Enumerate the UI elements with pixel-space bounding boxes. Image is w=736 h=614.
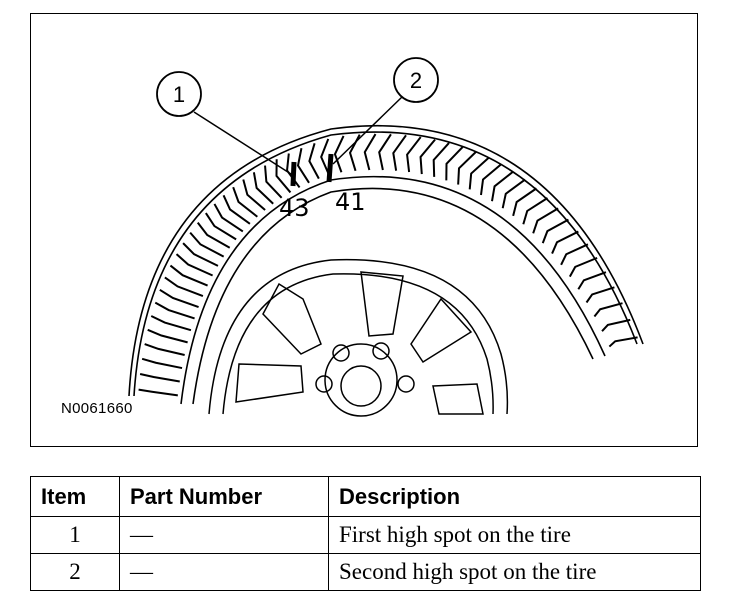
- tread-chevron: [491, 170, 514, 202]
- tread-chevron: [512, 187, 538, 217]
- tread-chevron: [222, 194, 251, 225]
- tread-chevron: [296, 147, 310, 184]
- tread-chevron: [139, 373, 180, 383]
- cell-description: First high spot on the tire: [328, 516, 701, 554]
- high-spot-mark-2: [326, 153, 334, 183]
- tread-chevron: [560, 243, 589, 266]
- tread-chevron: [205, 212, 237, 241]
- tire-sidewall-line: [180, 175, 606, 405]
- cell-description: Second high spot on the tire: [328, 553, 701, 591]
- tread-chevron: [406, 136, 422, 173]
- header-description: Description: [328, 476, 701, 517]
- tread-chevron: [568, 256, 598, 278]
- cell-item: 2: [30, 553, 120, 591]
- tread-chevron: [378, 133, 392, 171]
- high-spot-marks: [290, 153, 334, 187]
- tread-chevron: [154, 301, 195, 320]
- tread-chevron: [363, 133, 377, 171]
- tread-chevron: [392, 134, 407, 171]
- lug-nut: [372, 342, 390, 360]
- tread-chevron: [593, 302, 623, 318]
- tread-chevron: [577, 271, 607, 290]
- callout-2-circle: [393, 57, 439, 103]
- tread-chevron: [264, 165, 283, 199]
- tire-inner-edge: [192, 187, 594, 405]
- wheel-rim-outer: [208, 258, 509, 415]
- tread-chevron: [551, 230, 579, 254]
- header-item: Item: [30, 476, 120, 517]
- wheel-spoke: [262, 282, 322, 355]
- tread-chevron: [468, 156, 490, 190]
- tread-chevron: [541, 218, 569, 244]
- wheel-hub: [324, 343, 398, 417]
- callout-2: 2: [393, 57, 439, 103]
- tire-outer-edge: [128, 125, 644, 397]
- legend-table: Item Part Number Description 1 — First h…: [30, 476, 701, 591]
- tread-chevron: [308, 143, 320, 180]
- table-header-row: Item Part Number Description: [30, 476, 701, 517]
- tread-chevron: [164, 276, 204, 298]
- tread-chevron: [144, 343, 185, 356]
- tread-chevron: [585, 286, 615, 304]
- tire-illustration: 43 41 1 2 N0061660: [30, 13, 698, 447]
- wheel-spoke: [432, 383, 484, 415]
- figure-code: N0061660: [61, 400, 133, 417]
- callout-1-leader: [193, 111, 292, 175]
- tread-chevron: [480, 163, 502, 196]
- wheel-spoke: [235, 363, 304, 403]
- tread-chevron: [333, 135, 345, 173]
- tread-chevron: [159, 288, 199, 308]
- table-row: 1 — First high spot on the tire: [30, 516, 701, 554]
- tread-chevron: [147, 328, 188, 344]
- tread-chevron: [532, 207, 559, 234]
- tread-chevron: [252, 172, 274, 205]
- tread-chevron: [213, 203, 244, 233]
- table-row: 2 — Second high spot on the tire: [30, 553, 701, 591]
- lug-nut: [397, 375, 415, 393]
- header-part-number: Part Number: [119, 476, 329, 517]
- tread-chevron: [601, 318, 631, 332]
- wheel-spoke: [410, 297, 473, 364]
- tread-chevron: [196, 221, 231, 249]
- tread-chevron: [182, 242, 219, 267]
- tread-chevron: [608, 336, 638, 348]
- cell-part-number: —: [119, 553, 329, 591]
- high-spot-mark-1: [290, 161, 297, 187]
- tread-chevron: [189, 231, 225, 258]
- tread-chevron: [320, 138, 330, 176]
- wheel: [208, 258, 509, 417]
- callout-1-circle: [156, 71, 202, 117]
- tread-chevron: [150, 315, 192, 332]
- tread-chevron: [522, 197, 549, 225]
- lug-nut: [315, 375, 333, 393]
- tire: [128, 125, 644, 405]
- lug-nut: [332, 344, 350, 362]
- tire-tread: [138, 133, 638, 397]
- callout-1: 1: [156, 71, 202, 117]
- tread-chevron: [141, 357, 183, 370]
- wheel-hub-center: [340, 365, 382, 407]
- mark-label-2: 41: [335, 188, 366, 216]
- cell-item: 1: [30, 516, 120, 554]
- wheel-rim-inner: [222, 273, 494, 415]
- callout-1-number: 1: [173, 82, 185, 107]
- wheel-spoke: [360, 271, 404, 337]
- tread-chevron: [242, 179, 266, 211]
- cell-part-number: —: [119, 516, 329, 554]
- callout-2-number: 2: [410, 68, 422, 93]
- tread-chevron: [169, 264, 208, 287]
- tread-chevron: [457, 151, 477, 185]
- tread-chevron: [138, 388, 178, 397]
- callout-2-leader: [332, 95, 404, 165]
- tread-chevron: [445, 146, 464, 181]
- mark-label-1: 43: [279, 194, 310, 222]
- tire-drawing: 43 41 1 2: [128, 57, 644, 417]
- tread-chevron: [432, 142, 450, 177]
- tread-chevron: [232, 186, 258, 218]
- tread-chevron: [501, 178, 526, 209]
- tire-outer-edge-2: [133, 131, 638, 397]
- tread-chevron: [175, 253, 214, 277]
- tread-chevron: [419, 138, 436, 175]
